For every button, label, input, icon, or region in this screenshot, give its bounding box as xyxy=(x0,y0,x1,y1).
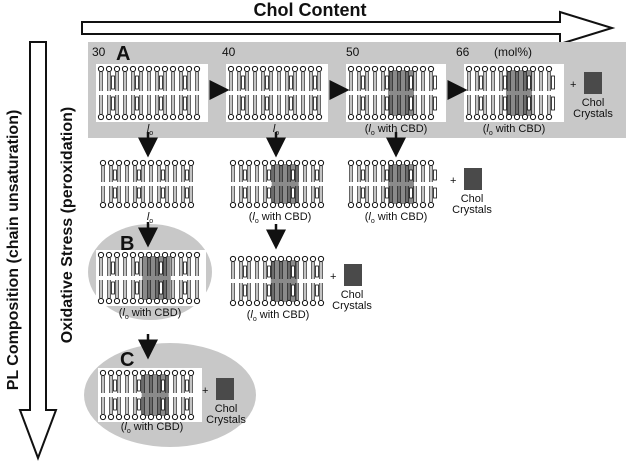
chol-crystal-icon xyxy=(464,168,482,190)
flow-arrows xyxy=(138,80,468,360)
tick-66: 66 xyxy=(456,45,470,59)
panel-b-label: B xyxy=(120,233,134,255)
crystal-a-66: + xyxy=(570,72,602,94)
plus-sign: + xyxy=(570,79,576,91)
label-r2-40: (lo with CBD) xyxy=(249,211,312,225)
membrane-r2-40 xyxy=(228,158,332,210)
label-a-30: lo xyxy=(147,123,153,137)
label-a-40: lo xyxy=(273,123,279,137)
membrane-a-40 xyxy=(226,64,328,122)
membrane-r3-40 xyxy=(228,254,330,308)
label-r2-30: lo xyxy=(147,211,153,225)
tick-30: 30 xyxy=(92,45,106,59)
label-a-50: (lo with CBD) xyxy=(365,123,428,137)
crystal-r3-40: + xyxy=(330,264,362,286)
chol-crystal-icon xyxy=(584,72,602,94)
membrane-a-50 xyxy=(346,64,446,122)
panel-c-label: C xyxy=(120,349,134,371)
label-a-66: (lo with CBD) xyxy=(483,123,546,137)
membrane-r2-50 xyxy=(346,158,446,210)
plus-sign: + xyxy=(450,175,456,187)
membrane-a-66 xyxy=(464,64,564,122)
membrane-b xyxy=(96,250,206,306)
membrane-r2-30 xyxy=(98,158,202,210)
unit-label: (mol%) xyxy=(494,45,532,59)
panel-a-label: A xyxy=(116,43,130,65)
oxidative-stress-label: Oxidative Stress (peroxidation) xyxy=(59,107,76,344)
chol-crystal-icon xyxy=(216,378,234,400)
pl-composition-arrow xyxy=(18,41,58,461)
chol-content-arrow xyxy=(81,10,616,46)
plus-sign: + xyxy=(330,271,336,283)
label-b: (lo with CBD) xyxy=(119,307,182,321)
tick-40: 40 xyxy=(222,45,236,59)
crystal-r2-50: + xyxy=(450,168,482,190)
crystal-c: + xyxy=(202,378,234,400)
membrane-a-30 xyxy=(96,64,208,122)
pl-composition-label: PL Composition (chain unsaturation) xyxy=(5,110,22,391)
label-c: (lo with CBD) xyxy=(121,421,184,435)
plus-sign: + xyxy=(202,385,208,397)
chol-crystal-icon xyxy=(344,264,362,286)
label-r3-40: (lo with CBD) xyxy=(247,309,310,323)
membrane-c xyxy=(98,368,202,422)
tick-50: 50 xyxy=(346,45,360,59)
label-r2-50: (lo with CBD) xyxy=(365,211,428,225)
chol-content-title: Chol Content xyxy=(254,0,367,20)
